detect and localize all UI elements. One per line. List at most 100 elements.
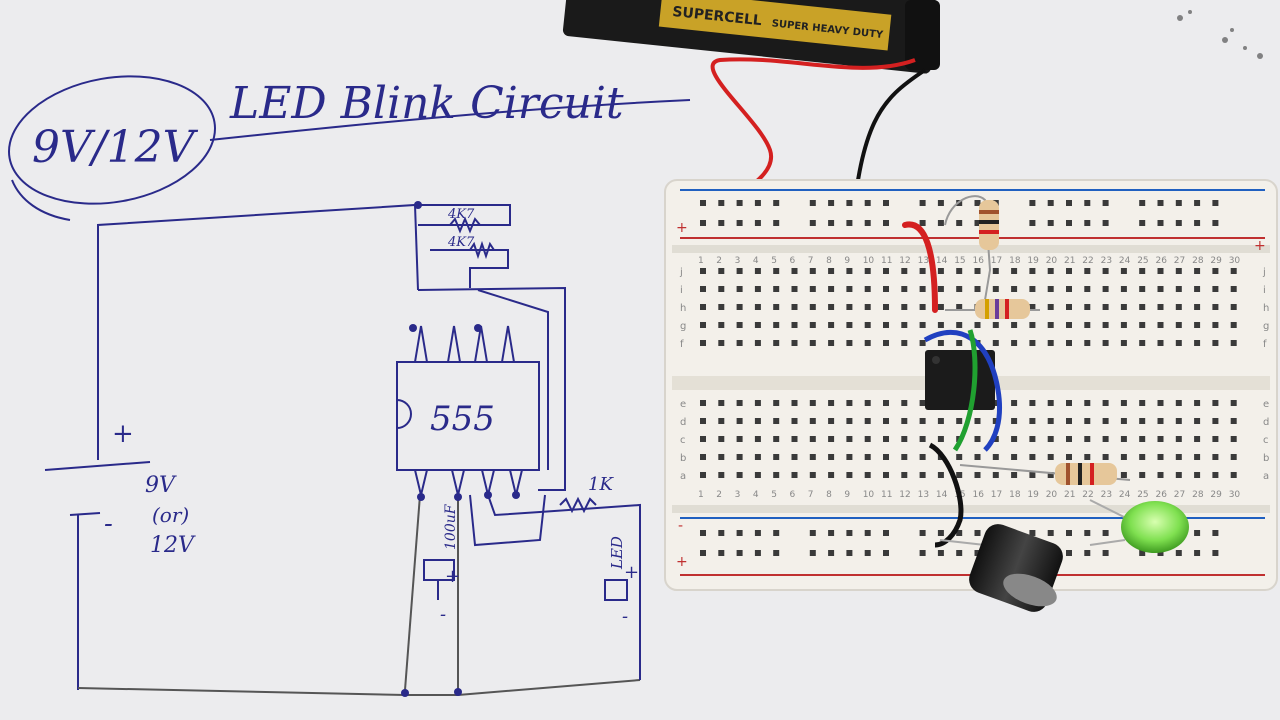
breadboard-hole <box>1230 322 1237 328</box>
breadboard-hole <box>919 436 926 442</box>
battery-label-band <box>658 0 892 51</box>
battery-plate-long <box>44 461 151 471</box>
row-letter: j <box>679 267 683 278</box>
breadboard-hole <box>974 286 981 292</box>
breadboard-hole <box>1139 304 1146 310</box>
column-number: 12 <box>899 490 910 500</box>
breadboard-hole <box>1157 550 1164 556</box>
breadboard-hole <box>1139 400 1146 406</box>
breadboard-hole <box>974 530 981 536</box>
breadboard-hole <box>1230 418 1237 424</box>
breadboard-hole <box>754 304 761 310</box>
breadboard-hole <box>809 436 816 442</box>
breadboard-hole <box>700 550 706 556</box>
row-letter: a <box>680 471 686 482</box>
breadboard-hole <box>864 400 871 406</box>
breadboard-hole <box>718 322 725 328</box>
column-number: 13 <box>918 490 929 500</box>
breadboard-hole <box>1029 340 1036 346</box>
led-symbol <box>604 579 628 601</box>
breadboard-hole <box>864 322 871 328</box>
breadboard-hole <box>736 340 743 346</box>
breadboard-hole <box>919 286 926 292</box>
breadboard-hole <box>791 304 798 310</box>
breadboard-hole <box>1230 472 1237 478</box>
breadboard-hole <box>773 200 780 206</box>
schematic-title: LED Blink Circuit <box>229 78 624 129</box>
led-label: LED <box>608 536 626 570</box>
breadboard-hole <box>937 322 944 328</box>
breadboard-hole <box>937 268 944 274</box>
breadboard-hole <box>1157 454 1164 460</box>
breadboard-hole <box>828 418 835 424</box>
breadboard-hole <box>1084 268 1091 274</box>
breadboard-hole <box>919 550 926 556</box>
breadboard-hole <box>828 472 835 478</box>
column-number: 30 <box>1229 256 1241 266</box>
breadboard-hole <box>846 304 853 310</box>
column-number: 29 <box>1210 490 1222 500</box>
breadboard-hole <box>718 304 725 310</box>
breadboard-hole <box>718 454 725 460</box>
breadboard-hole <box>1120 340 1127 346</box>
column-number: 5 <box>771 256 777 266</box>
breadboard-hole <box>1066 200 1072 206</box>
breadboard-hole <box>754 418 761 424</box>
breadboard-hole <box>846 400 853 406</box>
breadboard-hole <box>1102 220 1109 226</box>
breadboard-hole <box>846 220 853 226</box>
breadboard-hole <box>1066 550 1072 556</box>
breadboard-hole <box>700 286 706 292</box>
breadboard-hole <box>1139 472 1146 478</box>
breadboard-hole <box>700 304 706 310</box>
breadboard-hole <box>809 454 816 460</box>
resistor-r1-zigzag <box>449 216 481 234</box>
breadboard-hole <box>901 418 908 424</box>
breadboard-hole <box>1084 340 1091 346</box>
breadboard-hole <box>1120 322 1127 328</box>
breadboard-hole <box>828 550 835 556</box>
voltage-circle <box>8 75 216 205</box>
breadboard-hole <box>992 340 999 346</box>
column-number: 11 <box>881 256 892 266</box>
column-number: 19 <box>1027 256 1039 266</box>
battery-volt-3: 12V <box>150 533 196 558</box>
breadboard-hole <box>1102 436 1109 442</box>
circle-tail <box>11 179 71 221</box>
breadboard-hole <box>864 454 871 460</box>
breadboard-hole <box>1212 286 1219 292</box>
breadboard-hole <box>1175 400 1182 406</box>
breadboard-hole <box>736 220 743 226</box>
breadboard-hole <box>809 472 816 478</box>
breadboard-hole <box>754 472 761 478</box>
resistor-r2-wire <box>430 249 509 288</box>
breadboard-hole <box>1084 436 1091 442</box>
breadboard-hole <box>1120 400 1127 406</box>
breadboard-hole <box>1120 454 1127 460</box>
breadboard-hole <box>992 436 999 442</box>
breadboard-hole <box>773 268 780 274</box>
breadboard-hole <box>1120 418 1127 424</box>
row-letter: c <box>680 435 686 446</box>
breadboard-hole <box>828 400 835 406</box>
breadboard-hole <box>937 200 944 206</box>
breadboard-hole <box>883 472 889 478</box>
breadboard-hole <box>956 286 963 292</box>
breadboard-hole <box>864 268 871 274</box>
breadboard-hole <box>828 322 835 328</box>
breadboard-hole <box>864 436 871 442</box>
resistor-lower-horizontal <box>959 463 1131 485</box>
breadboard-hole <box>700 436 706 442</box>
breadboard-hole <box>1066 400 1072 406</box>
breadboard-hole <box>791 472 798 478</box>
breadboard-hole <box>809 400 816 406</box>
breadboard-hole <box>883 322 889 328</box>
breadboard-hole <box>883 418 889 424</box>
battery-9v: SUPERCELL SUPER HEAVY DUTY <box>562 0 940 74</box>
breadboard-hole <box>956 454 963 460</box>
breadboard-hole <box>846 322 853 328</box>
breadboard-hole <box>828 286 835 292</box>
breadboard-hole <box>754 340 761 346</box>
breadboard-hole <box>1157 340 1164 346</box>
